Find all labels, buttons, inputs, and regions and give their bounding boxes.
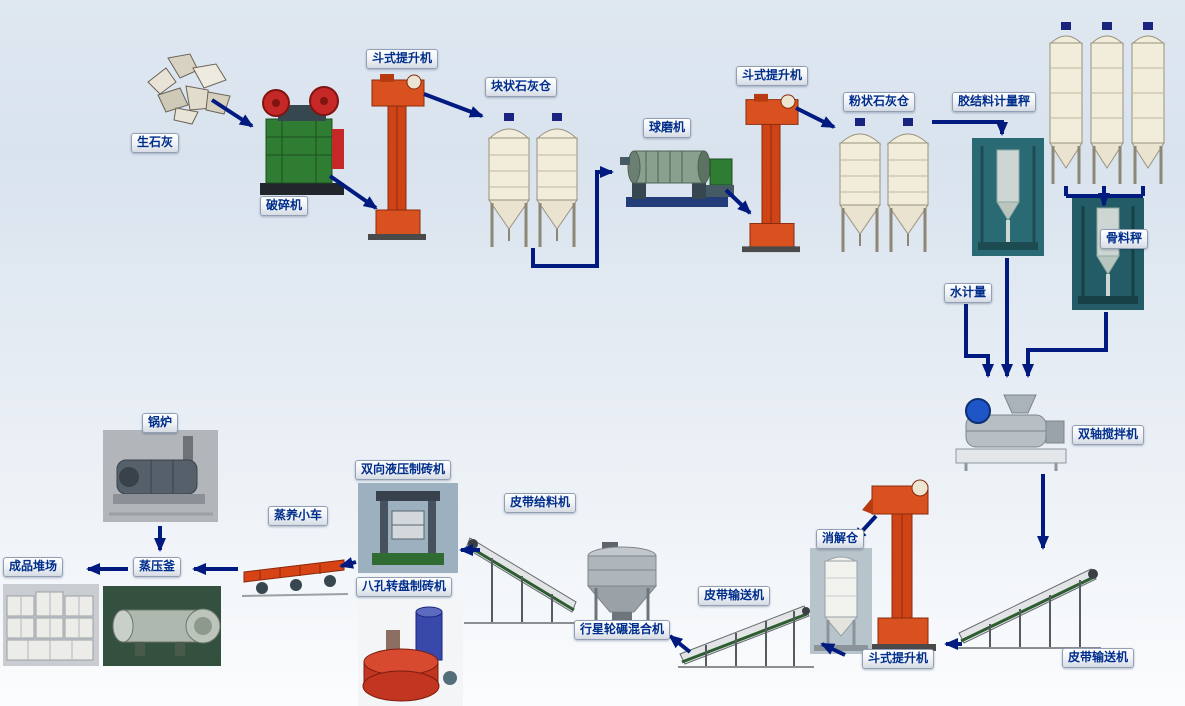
bucket-elevator-3-graphic: [862, 478, 944, 653]
label-ball-mill: 球磨机: [643, 118, 692, 138]
ball-mill-graphic: [620, 133, 735, 215]
jaw-crusher-graphic: [258, 85, 346, 197]
belt-conveyor-right-graphic: [955, 553, 1103, 653]
label-binder-metering-scale: 胶结料计量秤: [952, 92, 1037, 112]
powder-lime-silos-graphic: [838, 118, 930, 268]
slaking-silo-photo: [810, 548, 872, 654]
bucket-elevator-2-graphic: [736, 92, 808, 254]
label-planetary-mixer: 行星轮碾混合机: [574, 620, 671, 640]
curing-trolley-graphic: [242, 546, 348, 602]
label-belt-conveyor-mid: 皮带输送机: [698, 586, 771, 606]
arrow-aggregate-scale-to-mixer: [1022, 312, 1108, 378]
aggregate-scale-photo: [1072, 198, 1144, 310]
label-boiler: 锅炉: [142, 413, 179, 433]
binder-scale-photo: [972, 138, 1044, 256]
label-hydraulic-brick-machine: 双向液压制砖机: [355, 460, 452, 480]
bucket-elevator-1-graphic: [362, 72, 434, 242]
boiler-photo: [103, 430, 218, 522]
rotary-brick-machine-graphic: [358, 600, 463, 706]
label-bucket-elevator-2: 斗式提升机: [736, 66, 809, 86]
hydraulic-brick-machine-photo: [358, 483, 458, 573]
label-product-yard: 成品堆场: [3, 557, 64, 577]
arrow-powder-silo-to-binder-scale: [932, 120, 1008, 136]
autoclave-photo: [103, 586, 221, 666]
label-slaking-silo: 消解仓: [816, 529, 865, 549]
label-lump-lime-silo: 块状石灰仓: [485, 77, 558, 97]
arrow-water-to-mixer: [964, 304, 994, 378]
label-bucket-elevator-3: 斗式提升机: [862, 649, 935, 669]
label-twin-shaft-mixer: 双轴搅拌机: [1072, 425, 1145, 445]
aggregate-silos-graphic: [1048, 22, 1166, 190]
label-crusher: 破碎机: [260, 196, 309, 216]
belt-conveyor-mid-graphic: [676, 598, 816, 670]
label-aggregate-scale: 骨料秤: [1100, 229, 1149, 249]
label-quicklime: 生石灰: [131, 133, 180, 153]
label-belt-conveyor-right: 皮带输送机: [1062, 648, 1135, 668]
label-rotary-brick-machine: 八孔转盘制砖机: [356, 577, 453, 597]
label-bucket-elevator-1: 斗式提升机: [366, 49, 439, 69]
belt-feeder-graphic: [462, 518, 587, 630]
label-water-metering: 水计量: [944, 283, 993, 303]
quicklime-rocks-graphic: [138, 50, 238, 128]
label-curing-trolley: 蒸养小车: [268, 506, 329, 526]
label-belt-feeder: 皮带给料机: [504, 493, 577, 513]
twin-shaft-mixer-graphic: [952, 385, 1072, 472]
label-autoclave: 蒸压釜: [133, 557, 182, 577]
planetary-mixer-graphic: [572, 540, 672, 625]
label-powder-lime-silo: 粉状石灰仓: [843, 92, 916, 112]
product-yard-photo: [3, 584, 99, 666]
lump-lime-silos-graphic: [487, 113, 579, 263]
